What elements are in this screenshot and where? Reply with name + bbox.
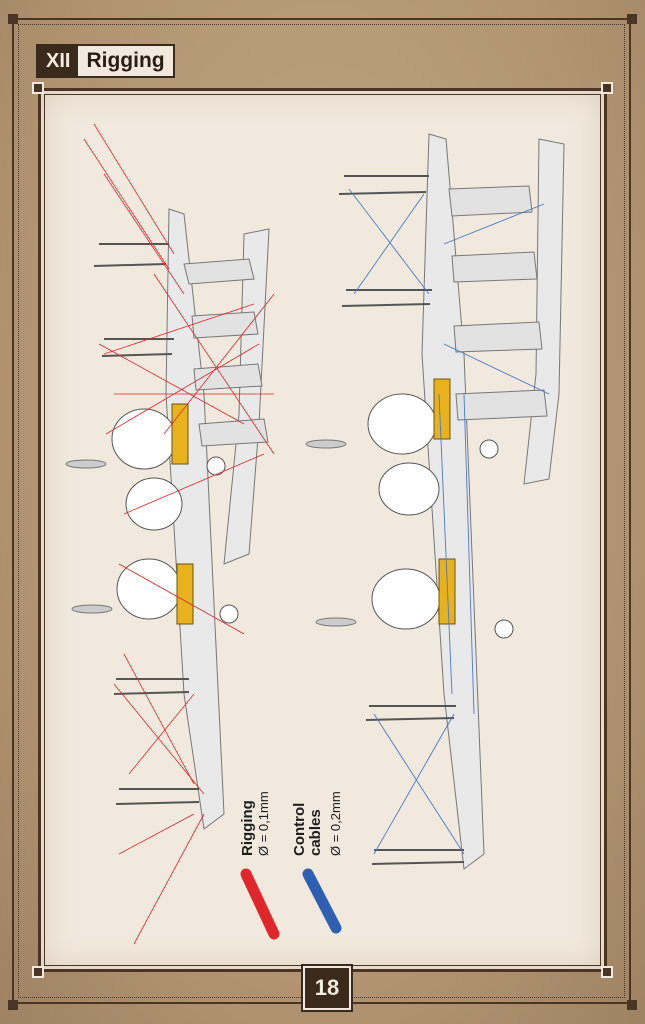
corner-ornament <box>627 1000 637 1010</box>
control-cables-legend-spec: Ø = 0,2mm <box>328 791 343 856</box>
illustration-panel <box>38 88 607 972</box>
control-cables-legend: Control cables <box>291 802 324 856</box>
rigging-legend-spec: Ø = 0,1mm <box>256 791 271 856</box>
panel-inner-border <box>44 94 601 966</box>
rigging-legend: Rigging Ø = 0,1mm <box>239 791 271 856</box>
rigging-legend-swatch <box>240 868 280 940</box>
control-cables-legend-title-1: Control <box>291 802 308 856</box>
panel-corner <box>32 82 44 94</box>
control-cables-legend-spec-wrap: Ø = 0,2mm <box>328 791 343 856</box>
section-header: XII Rigging <box>36 44 175 78</box>
control-cables-legend-title-2: cables <box>307 809 324 856</box>
panel-corner <box>601 966 613 978</box>
rigging-illustration <box>65 123 565 945</box>
aircraft-control-cables-view <box>305 133 565 870</box>
control-cables-legend-swatch <box>302 868 342 934</box>
corner-ornament <box>627 14 637 24</box>
panel-corner <box>32 966 44 978</box>
corner-ornament <box>8 1000 18 1010</box>
page-number: 18 <box>301 964 353 1012</box>
rigging-legend-title: Rigging <box>239 800 256 856</box>
section-title: Rigging <box>78 46 173 76</box>
aircraft-rigging-view <box>65 123 275 945</box>
panel-corner <box>601 82 613 94</box>
section-number: XII <box>38 46 79 76</box>
corner-ornament <box>8 14 18 24</box>
